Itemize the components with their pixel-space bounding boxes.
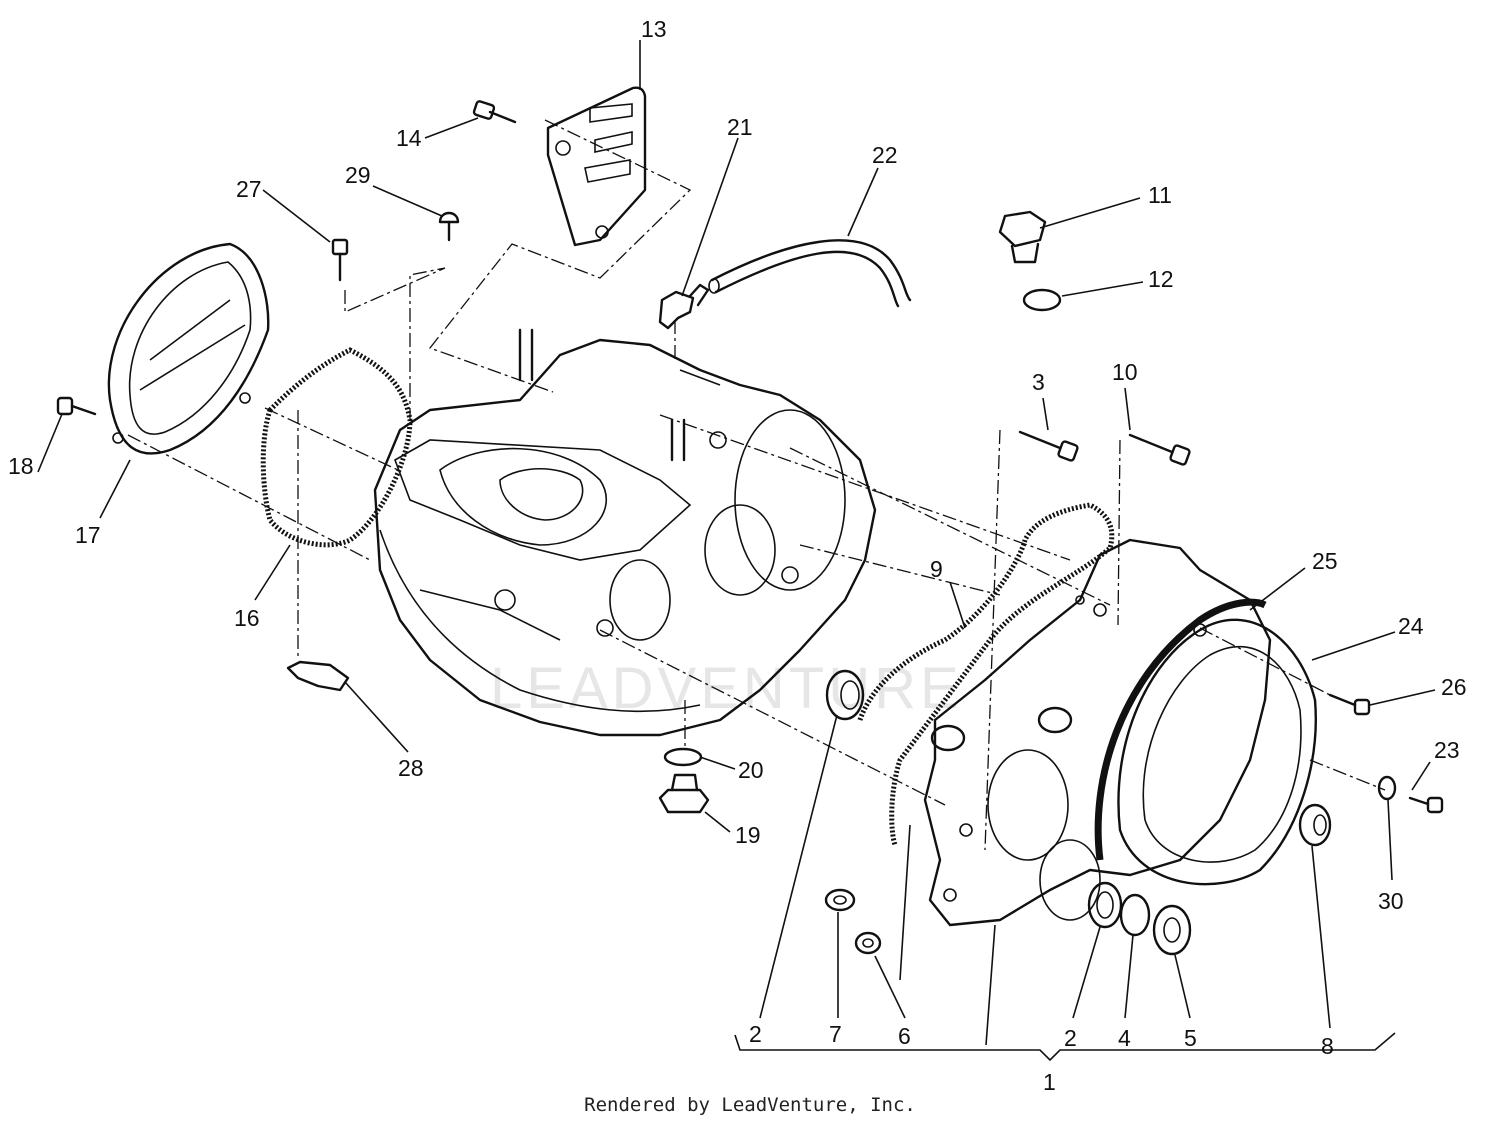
clutch-cover-24	[1117, 618, 1317, 886]
drain-plug	[658, 773, 710, 814]
credit-text: Rendered by LeadVenture, Inc.	[584, 1094, 916, 1116]
callout-18: 18	[8, 453, 34, 479]
bearing-6	[854, 931, 882, 955]
callout-24: 24	[1398, 613, 1424, 639]
oil-seal-right	[1087, 881, 1123, 929]
bolt-18	[56, 396, 97, 416]
callout-2-left: 2	[749, 1021, 762, 1047]
callout-20: 20	[738, 757, 764, 783]
bolt-23	[1408, 796, 1444, 814]
callout-19: 19	[735, 822, 761, 848]
hose-fitting	[658, 283, 710, 330]
gasket-16	[260, 347, 413, 548]
washer-30	[1377, 775, 1397, 801]
callout-6: 6	[898, 1023, 911, 1049]
callout-30: 30	[1378, 888, 1404, 914]
callout-11: 11	[1148, 182, 1172, 208]
watermark: LEADVENTURE	[490, 656, 963, 721]
callout-10: 10	[1112, 359, 1138, 385]
leader-lines	[37, 40, 1436, 1062]
bearing-8	[1298, 803, 1332, 847]
callout-8: 8	[1321, 1033, 1334, 1059]
callout-7: 7	[829, 1021, 842, 1047]
bolt-26	[1328, 693, 1371, 716]
callout-27: 27	[236, 176, 262, 202]
callout-1: 1	[1043, 1069, 1056, 1095]
screw-29	[438, 211, 460, 242]
bolt-27	[331, 238, 349, 282]
washer-20	[663, 747, 703, 767]
cover-17	[107, 242, 270, 455]
bolt-10	[1128, 433, 1191, 466]
clamp-28	[286, 660, 350, 692]
callout-16: 16	[234, 605, 260, 631]
alignment-lines	[127, 119, 1386, 851]
callout-25: 25	[1312, 548, 1338, 574]
right-cover-assembly	[923, 538, 1272, 927]
callout-9: 9	[930, 556, 943, 582]
callout-14: 14	[396, 125, 422, 151]
callout-numbers: 1 2 2 3 4 5 6 7 8 9 10 11 12 13 14 16 17…	[8, 16, 1467, 1095]
washer-12	[1022, 288, 1062, 312]
callout-4: 4	[1118, 1025, 1131, 1051]
callout-26: 26	[1441, 674, 1467, 700]
bearing-7	[824, 888, 856, 912]
oil-filler-plug	[998, 210, 1047, 264]
bolt-3	[1018, 430, 1079, 462]
breather-hose	[708, 239, 912, 308]
o-ring-25	[1094, 598, 1267, 861]
callout-2-right: 2	[1064, 1025, 1077, 1051]
bolt-14	[472, 100, 517, 124]
washer-4	[1119, 893, 1151, 937]
chain-guard	[546, 86, 647, 247]
callout-5: 5	[1184, 1025, 1197, 1051]
callout-28: 28	[398, 755, 424, 781]
callout-29: 29	[345, 162, 371, 188]
callout-22: 22	[872, 142, 898, 168]
callout-3: 3	[1032, 369, 1045, 395]
callout-12: 12	[1148, 266, 1174, 292]
callout-17: 17	[75, 522, 101, 548]
callout-13: 13	[641, 16, 667, 42]
callout-23: 23	[1434, 737, 1460, 763]
oil-seal-left	[825, 669, 865, 721]
crankcase	[373, 328, 877, 737]
callout-21: 21	[727, 114, 753, 140]
bearing-5	[1152, 904, 1192, 956]
